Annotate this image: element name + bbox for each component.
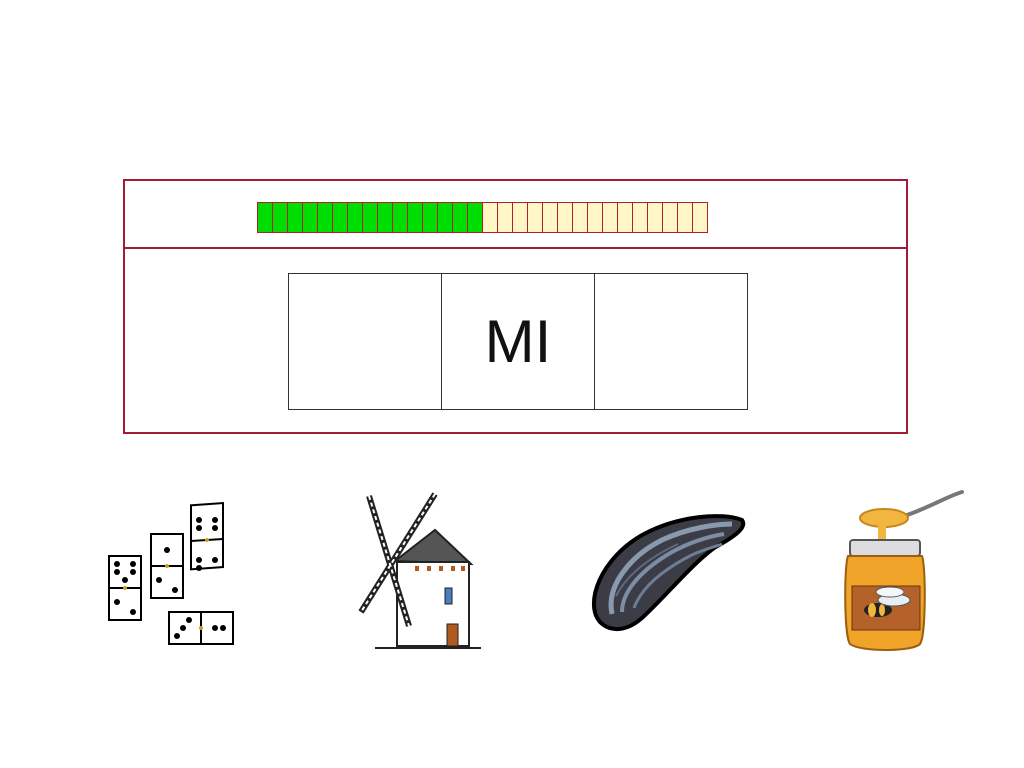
progress-segment-todo <box>632 202 648 233</box>
progress-segment-done <box>362 202 378 233</box>
progress-segment-done <box>467 202 483 233</box>
progress-segment-todo <box>557 202 573 233</box>
choice-honey-jar[interactable] <box>820 486 990 656</box>
progress-segment-todo <box>677 202 693 233</box>
progress-segment-todo <box>647 202 663 233</box>
progress-segment-done <box>272 202 288 233</box>
progress-segment-done <box>332 202 348 233</box>
progress-segment-todo <box>587 202 603 233</box>
progress-segment-done <box>257 202 273 233</box>
windmill-icon <box>358 492 481 649</box>
choice-windmill[interactable] <box>345 486 515 656</box>
syllable-slots: MI <box>288 273 748 410</box>
dominoes-icon <box>108 501 234 645</box>
choice-dominoes[interactable] <box>95 486 265 656</box>
progress-segment-todo <box>572 202 588 233</box>
honey-jar-icon <box>844 490 964 651</box>
progress-segment-done <box>377 202 393 233</box>
syllable-slot-3[interactable] <box>594 273 748 410</box>
progress-segment-todo <box>662 202 678 233</box>
choice-mussel[interactable] <box>582 486 752 656</box>
syllable-slot-1[interactable] <box>288 273 442 410</box>
progress-segment-done <box>347 202 363 233</box>
progress-segment-done <box>302 202 318 233</box>
progress-segment-todo <box>482 202 498 233</box>
progress-segment-todo <box>497 202 513 233</box>
progress-segment-done <box>452 202 468 233</box>
progress-segment-done <box>287 202 303 233</box>
progress-segment-done <box>407 202 423 233</box>
exercise-panel: MI <box>123 179 908 434</box>
progress-segment-todo <box>617 202 633 233</box>
progress-segment-todo <box>542 202 558 233</box>
progress-segment-todo <box>692 202 708 233</box>
progress-segment-todo <box>527 202 543 233</box>
mussel-icon <box>591 514 746 631</box>
progress-segment-done <box>437 202 453 233</box>
progress-segment-done <box>392 202 408 233</box>
progress-segment-todo <box>512 202 528 233</box>
progress-segment-done <box>317 202 333 233</box>
progress-bar <box>257 202 708 233</box>
progress-segment-done <box>422 202 438 233</box>
panel-divider <box>125 247 906 249</box>
progress-segment-todo <box>602 202 618 233</box>
syllable-slot-2[interactable]: MI <box>441 273 595 410</box>
